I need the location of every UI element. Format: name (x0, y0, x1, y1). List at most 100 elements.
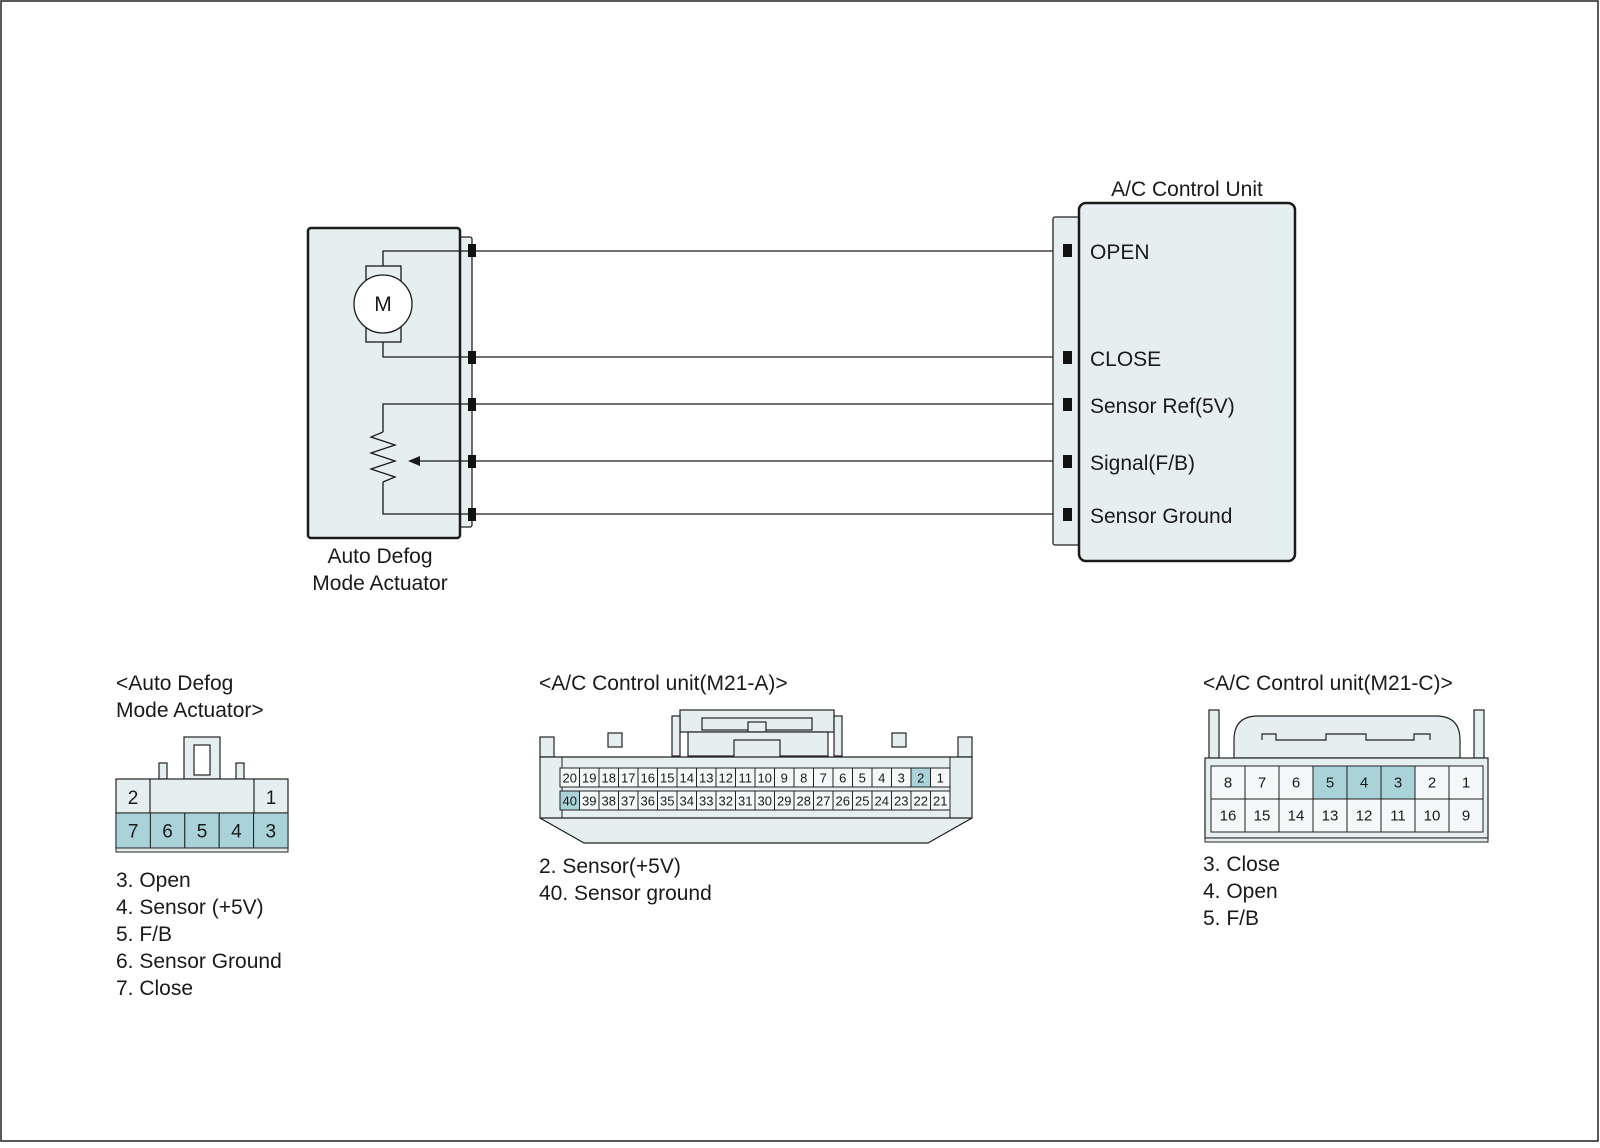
m21a-pin-label: 8 (800, 771, 807, 786)
control-unit-pin-marker (1063, 508, 1072, 521)
control-unit-pin-marker (1063, 244, 1072, 257)
actuator-pin-cell (149, 812, 186, 849)
m21a-pin-label: 24 (875, 794, 889, 809)
m21a-pin-label: 35 (660, 794, 674, 809)
m21c-hood (1233, 715, 1461, 759)
m21c-pin-label: 11 (1390, 808, 1406, 825)
terminal-label: Signal(F/B) (1090, 452, 1195, 475)
m21c-pin-label: 8 (1224, 775, 1232, 792)
m21a-pin-label: 37 (621, 794, 635, 809)
m21a-connector-title: <A/C Control unit(M21-A)> (539, 672, 788, 695)
m21c-pin-label: 13 (1322, 808, 1339, 825)
m21c-pin-cell (1278, 798, 1314, 833)
actuator-pin-marker (468, 398, 476, 411)
m21c-pin-cell (1210, 798, 1246, 833)
actuator-pin-label: 4 (231, 822, 242, 843)
m21c-pin-cell (1244, 798, 1280, 833)
legend-item: 40. Sensor ground (539, 882, 712, 905)
m21c-pin-label: 10 (1424, 808, 1441, 825)
actuator-pin-label: 6 (162, 822, 173, 843)
control-unit-pin-marker (1063, 351, 1072, 364)
m21c-pin-label: 15 (1254, 808, 1271, 825)
m21a-pin-label: 21 (933, 794, 947, 809)
m21c-pin-cell (1414, 798, 1450, 833)
actuator-pin-marker (468, 351, 476, 364)
legend-item: 3. Open (116, 869, 191, 892)
control-unit-pin-marker (1063, 455, 1072, 468)
legend-item: 5. F/B (1203, 907, 1259, 930)
actuator-pin-label: 1 (266, 788, 277, 809)
legend-item: 7. Close (116, 977, 193, 1000)
actuator-pin-marker (468, 508, 476, 521)
m21a-pin-label: 5 (859, 771, 866, 786)
m21c-pin-cell (1244, 765, 1280, 800)
control-unit-title: A/C Control Unit (1111, 178, 1263, 201)
actuator-pin-cell (184, 812, 220, 849)
legend-item: 2. Sensor(+5V) (539, 855, 681, 878)
m21c-pin-label: 4 (1360, 775, 1368, 792)
m21a-pin-label: 13 (699, 771, 713, 786)
m21c-pin-label: 16 (1220, 808, 1237, 825)
legend-item: 5. F/B (116, 923, 172, 946)
m21c-pin-label: 7 (1258, 775, 1266, 792)
m21a-pin-label: 36 (641, 794, 655, 809)
m21a-pin-label: 39 (582, 794, 596, 809)
actuator-pin-label: 3 (266, 822, 277, 843)
terminal-label: Sensor Ground (1090, 505, 1232, 528)
actuator-label-line2: Mode Actuator (312, 572, 447, 595)
actuator-pin-cell (253, 812, 289, 849)
m21c-connector-title: <A/C Control unit(M21-C)> (1203, 672, 1453, 695)
m21a-pin-label: 10 (758, 771, 772, 786)
m21a-pin-label: 30 (758, 794, 772, 809)
control-unit-body (1077, 201, 1297, 563)
m21c-pin-cell (1312, 798, 1348, 833)
control-unit-component: A/C Control Unit OPEN CLOSE Sensor Ref(5… (1052, 178, 1297, 563)
m21c-pin-label: 3 (1394, 775, 1402, 792)
terminal-label: OPEN (1090, 241, 1150, 264)
m21a-pin-label: 17 (621, 771, 635, 786)
potentiometer-icon (368, 403, 470, 515)
m21a-pin-label: 34 (680, 794, 694, 809)
m21a-pin-label: 14 (680, 771, 694, 786)
actuator-pin-label: 5 (197, 822, 208, 843)
m21c-pin-cell (1414, 765, 1450, 800)
m21c-pin-cell (1448, 765, 1484, 800)
m21c-pin-label: 1 (1462, 775, 1470, 792)
legend-item: 6. Sensor Ground (116, 950, 282, 973)
m21a-pin-legend: 2. Sensor(+5V) 40. Sensor ground (539, 855, 712, 905)
motor-icon: M (353, 250, 470, 358)
m21a-pin-label: 32 (719, 794, 733, 809)
actuator-pin-label: 2 (128, 788, 139, 809)
actuator-component: M Auto Defog Mode Actuator (306, 226, 476, 595)
control-unit-pin-marker (1063, 398, 1072, 411)
legend-item: 4. Sensor (+5V) (116, 896, 264, 919)
control-unit-connector-strip (1052, 216, 1080, 546)
m21a-pin-label: 15 (660, 771, 674, 786)
m21a-pin-label: 1 (937, 771, 944, 786)
m21a-pin-label: 2 (917, 771, 924, 786)
m21a-pin-label: 19 (582, 771, 596, 786)
actuator-label-line1: Auto Defog (327, 545, 432, 568)
m21c-pin-cell (1448, 798, 1484, 833)
m21a-pin-label: 7 (820, 771, 827, 786)
m21a-pin-cell (930, 790, 951, 811)
wire-harness (476, 250, 1063, 515)
actuator-connector-title-line2: Mode Actuator> (116, 699, 264, 722)
legend-item: 4. Open (1203, 880, 1278, 903)
m21a-pin-label: 12 (719, 771, 733, 786)
m21a-pin-label: 16 (641, 771, 655, 786)
m21a-pin-label: 29 (777, 794, 791, 809)
actuator-pin-cell (115, 812, 151, 849)
m21c-pin-label: 2 (1428, 775, 1436, 792)
m21c-pin-cell (1210, 765, 1246, 800)
actuator-connector-title-line1: <Auto Defog (116, 672, 233, 695)
m21a-pin-cell (930, 767, 951, 788)
m21a-pin-label: 22 (914, 794, 928, 809)
m21a-pin-label: 6 (839, 771, 846, 786)
